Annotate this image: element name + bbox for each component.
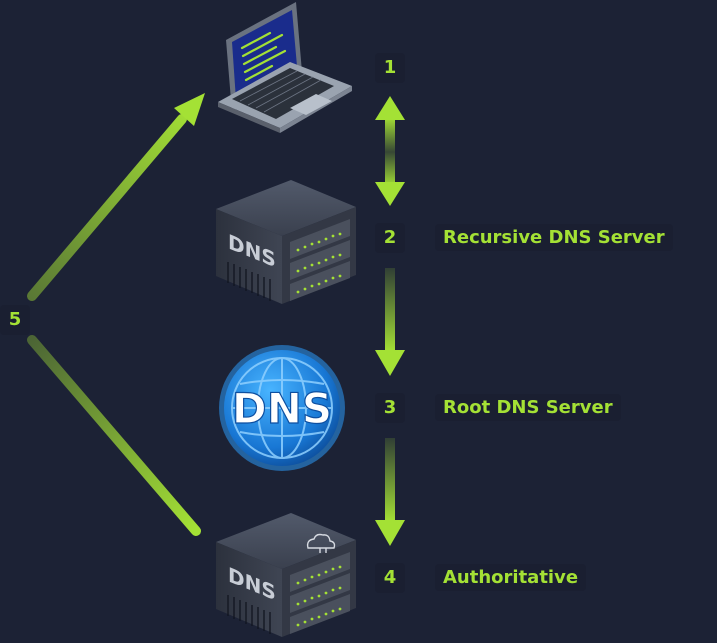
authoritative-label: Authoritative xyxy=(435,564,587,591)
root-dns-server-label: Root DNS Server xyxy=(435,394,621,421)
arrow-client-recursive xyxy=(375,96,405,206)
line-authoritative-to-response xyxy=(27,335,201,536)
arrow-root-to-authoritative xyxy=(375,438,405,546)
step-number-3: 3 xyxy=(375,393,405,423)
step-number-4: 4 xyxy=(375,563,405,593)
dns-server-icon: DNS xyxy=(216,180,356,304)
dns-server-icon: DNS xyxy=(216,513,356,637)
laptop-icon xyxy=(218,2,352,133)
step-number-1: 1 xyxy=(375,53,405,83)
globe-text: DNS xyxy=(232,384,332,433)
cloud-icon xyxy=(306,533,336,553)
arrow-recursive-to-root xyxy=(375,268,405,376)
dns-globe-icon: DNS xyxy=(219,345,345,471)
step-number-5: 5 xyxy=(0,305,30,335)
step-number-2: 2 xyxy=(375,223,405,253)
arrow-response-to-client xyxy=(27,93,205,301)
recursive-dns-server-label: Recursive DNS Server xyxy=(435,224,673,251)
